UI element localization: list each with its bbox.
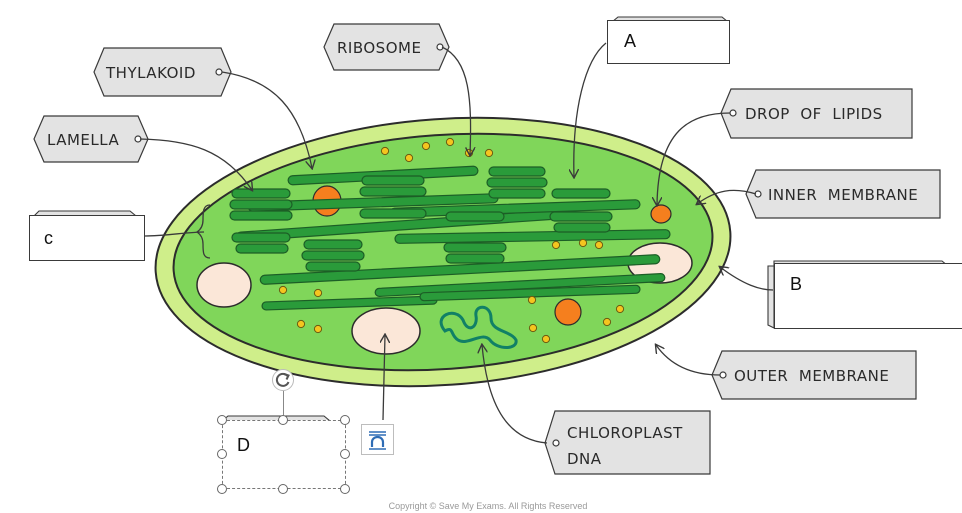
tag-thylakoid: THYLAKOID [93, 47, 232, 97]
tag-outer-membrane-label: OUTER MEMBRANE [734, 367, 889, 385]
leader-thylakoid [221, 71, 312, 168]
leader-outer-membrane [656, 345, 721, 376]
answer-box-c[interactable]: c [29, 215, 145, 261]
leader-d [383, 335, 385, 421]
resize-handle-bottom[interactable] [278, 484, 288, 494]
answer-box-d[interactable]: D [222, 420, 346, 489]
copyright-text: Copyright © Save My Exams. All Rights Re… [389, 501, 588, 511]
tag-chloroplast-dna-label-2: DNA [567, 450, 602, 468]
tag-drop-of-lipids-label: DROP OF LIPIDS [745, 105, 883, 123]
lamella-strip [259, 254, 661, 285]
leader-lamella [139, 138, 252, 190]
resize-handle-bottom-left[interactable] [217, 484, 227, 494]
rotate-handle-icon[interactable] [272, 369, 294, 391]
leader-drop-of-lipids [657, 112, 731, 205]
chloroplast-dna-loop [439, 305, 518, 349]
tag-inner-membrane: INNER MEMBRANE [745, 169, 941, 219]
answer-box-b[interactable]: B [774, 263, 962, 329]
granum-bracket [195, 204, 211, 259]
leader-lines [139, 42, 774, 444]
answer-box-c-text: c [44, 228, 53, 248]
tag-lamella-label: LAMELLA [47, 131, 119, 149]
resize-handle-left[interactable] [217, 449, 227, 459]
resize-handle-bottom-right[interactable] [340, 484, 350, 494]
tag-chloroplast-dna-label-1: CHLOROPLAST [567, 424, 683, 442]
tag-ribosome-label: RIBOSOME [337, 39, 421, 57]
granum [229, 188, 293, 254]
tag-lamella: LAMELLA [33, 115, 149, 163]
answer-box-a[interactable]: A [607, 20, 730, 64]
lamella-strip [394, 229, 671, 244]
tag-inner-membrane-label: INNER MEMBRANE [768, 186, 918, 204]
tag-outer-membrane: OUTER MEMBRANE [711, 350, 917, 400]
answer-box-a-text: A [624, 31, 637, 51]
lipid-drop [650, 204, 672, 224]
leader-chloroplast-dna [482, 345, 548, 444]
leader-c [144, 231, 205, 237]
tag-thylakoid-label: THYLAKOID [105, 64, 196, 82]
layout-options-icon[interactable] [361, 424, 394, 455]
leader-b [720, 267, 774, 291]
resize-handle-top[interactable] [278, 415, 288, 425]
leader-a [574, 42, 607, 177]
lamellae [235, 165, 671, 311]
granum [549, 188, 613, 233]
starch-grain [351, 307, 421, 355]
granum [443, 211, 507, 264]
chloroplast [154, 116, 732, 388]
tag-drop-of-lipids: DROP OF LIPIDS [720, 88, 913, 139]
answer-box-d-text: D [237, 435, 250, 455]
resize-handle-right[interactable] [340, 449, 350, 459]
granum [359, 175, 427, 219]
granum [486, 166, 548, 199]
starch-grain [196, 262, 252, 308]
leader-inner-membrane [697, 189, 757, 204]
answer-box-b-text: B [790, 274, 803, 294]
resize-handle-top-right[interactable] [340, 415, 350, 425]
rotate-connector [283, 391, 284, 415]
tag-chloroplast-dna: CHLOROPLAST DNA [544, 410, 711, 475]
granum [301, 239, 365, 272]
leader-ribosome [441, 46, 471, 155]
tag-ribosome: RIBOSOME [323, 23, 450, 71]
lipid-drop [554, 298, 582, 326]
resize-handle-top-left[interactable] [217, 415, 227, 425]
